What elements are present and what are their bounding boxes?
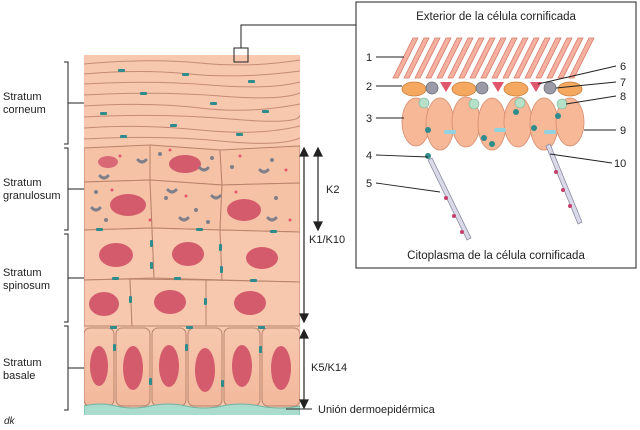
- label-granulosum: Stratum granulosum: [3, 177, 60, 202]
- sample-connector: [240, 24, 356, 48]
- basement-membrane: [84, 403, 300, 415]
- keratin-arrows: [299, 146, 323, 410]
- label-k5k14: K5/K14: [311, 362, 347, 374]
- tissue-block: [84, 55, 300, 415]
- callout-1: 1: [366, 52, 372, 64]
- callout-9: 9: [620, 125, 626, 137]
- callout-8: 8: [620, 91, 626, 103]
- label-corneum: Stratum corneum: [3, 91, 46, 116]
- callout-7: 7: [620, 77, 626, 89]
- layer-brackets: [64, 61, 69, 411]
- spinosum-cells: [84, 227, 300, 327]
- granules: [94, 152, 278, 224]
- spinosum-desmosomes: [96, 228, 277, 305]
- keratohyalin-dots: [110, 148, 292, 222]
- label-basale: Stratum basale: [3, 357, 45, 382]
- callout-2: 2: [366, 81, 372, 93]
- callout-6: 6: [620, 61, 626, 73]
- label-k2: K2: [326, 184, 339, 196]
- lamellar-bodies: [90, 158, 278, 222]
- label-spinosum: Stratum spinosum: [3, 267, 50, 292]
- callout-lines: [375, 56, 617, 193]
- callout-10: 10: [614, 158, 626, 170]
- callout-3: 3: [366, 113, 372, 125]
- label-junction: Unión dermoepidérmica: [318, 404, 436, 416]
- cornified-bodies: [401, 96, 585, 151]
- granulosum-cells: [84, 144, 300, 233]
- keratin-filaments: [427, 143, 583, 241]
- envelope-proteins: [401, 81, 583, 97]
- signature: dk: [4, 416, 16, 427]
- filament-dots: [444, 170, 572, 234]
- basal-cells: [84, 327, 300, 407]
- callout-4: 4: [366, 150, 372, 162]
- inset-cyan-bars: [444, 128, 556, 134]
- basal-nuclei: [90, 345, 291, 392]
- layer-ticks: [68, 102, 84, 369]
- basal-desmosomes: [110, 326, 265, 387]
- callout-5: 5: [366, 178, 372, 190]
- corneum-desmosomes: [100, 69, 269, 138]
- label-k1k10: K1/K10: [309, 234, 345, 246]
- inset-green-granules: [418, 97, 568, 110]
- inset-title-bottom: Citoplasma de la célula cornificada: [407, 250, 585, 262]
- inset-title-top: Exterior de la célula cornificada: [416, 11, 576, 23]
- inset-desmosome-dots: [425, 109, 561, 159]
- lipid-envelope: [392, 37, 595, 79]
